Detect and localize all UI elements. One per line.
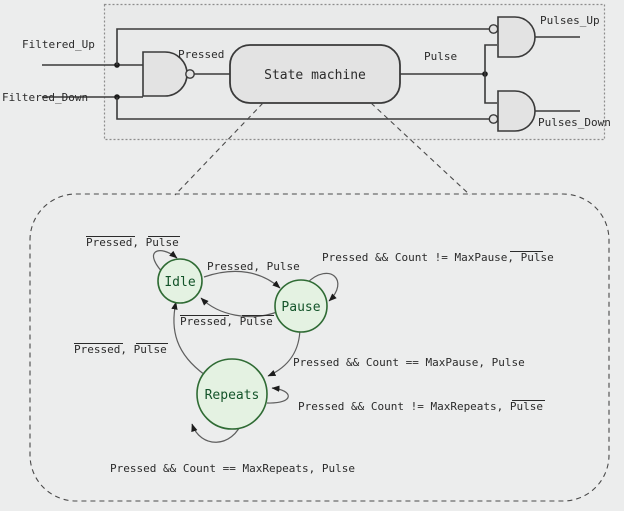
arc-repeats-to-idle	[171, 301, 206, 376]
nand-gate-input	[142, 51, 195, 97]
net-label-pressed: Pressed	[178, 48, 224, 61]
wire-down-feedback	[116, 97, 497, 120]
arc-pause-to-repeats	[267, 326, 301, 377]
state-pause[interactable]: Pause	[274, 279, 328, 333]
block-diagram-panel: Pressed State machine Pulse Pulses_Up Pu…	[2, 3, 611, 141]
state-idle-circle[interactable]	[157, 258, 203, 304]
wire-up-feedback	[116, 28, 497, 65]
label-pause-to-idle-text: Pressed, Pulse	[180, 315, 273, 328]
label-pause-self-text: Pressed && Count != MaxPause, Pulse	[322, 251, 554, 264]
label-transition-pause-self: Pressed && Count != MaxPause, Pulse	[322, 250, 554, 264]
label-transition-idle-to-pause: Pressed, Pulse	[207, 260, 300, 273]
label-transition-idle-self: Pressed, Pulse	[86, 235, 180, 249]
state-idle[interactable]: Idle	[157, 258, 203, 304]
state-repeats-label: Repeats	[205, 388, 260, 403]
fsm-panel: Idle Pause Repeats Pressed, Pulse Presse…	[29, 193, 610, 502]
label-idle-to-pause-text: Pressed, Pulse	[207, 260, 300, 273]
state-pause-circle[interactable]	[274, 279, 328, 333]
label-transition-repeats-to-idle: Pressed, Pulse	[74, 342, 168, 356]
label-transition-pause-to-idle: Pressed, Pulse	[180, 314, 274, 328]
label-repeats-to-idle-text: Pressed, Pulse	[74, 343, 167, 356]
and-gate-up-body	[497, 16, 536, 58]
label-transition-repeats-self-bottom: Pressed && Count == MaxRepeats, Pulse	[110, 462, 355, 475]
state-idle-label: Idle	[164, 275, 195, 290]
label-repeats-self-right-text: Pressed && Count != MaxRepeats, Pulse	[298, 400, 543, 413]
state-repeats[interactable]: Repeats	[196, 358, 268, 430]
label-transition-pause-to-repeats: Pressed && Count == MaxPause, Pulse	[293, 356, 525, 369]
label-idle-self-text: Pressed, Pulse	[86, 236, 179, 249]
label-pause-to-repeats-text: Pressed && Count == MaxPause, Pulse	[293, 356, 525, 369]
state-machine-label: State machine	[264, 68, 366, 83]
and-gate-up	[488, 16, 580, 58]
and-gate-up-bubble	[488, 24, 499, 34]
state-repeats-circle[interactable]	[196, 358, 268, 430]
input-label-filtered-up: Filtered_Up	[22, 38, 95, 51]
zoom-connector-left	[174, 102, 264, 196]
and-gate-down	[488, 90, 580, 132]
output-label-pulses-down: Pulses_Down	[538, 116, 611, 129]
arc-pause-to-idle	[200, 297, 278, 318]
wire-pulse-to-down-gate	[484, 74, 497, 104]
arc-idle-self	[152, 250, 178, 277]
net-label-pulse: Pulse	[424, 50, 457, 63]
wire-pulse-to-up-gate	[484, 44, 497, 74]
fsm-panel-border	[29, 193, 610, 502]
label-repeats-self-bottom-text: Pressed && Count == MaxRepeats, Pulse	[110, 462, 355, 475]
input-label-filtered-down: Filtered_Down	[2, 91, 88, 104]
output-label-pulses-up: Pulses_Up	[540, 14, 600, 27]
nand-gate-bubble	[185, 69, 195, 79]
arc-idle-to-pause	[203, 270, 281, 289]
and-gate-down-body	[497, 90, 536, 132]
label-transition-repeats-self-right: Pressed && Count != MaxRepeats, Pulse	[298, 399, 545, 413]
and-gate-down-bubble	[488, 114, 499, 124]
arc-pause-self	[306, 272, 339, 302]
arc-repeats-self-right	[266, 385, 289, 404]
state-pause-label: Pause	[281, 300, 320, 315]
zoom-connector-right	[370, 102, 471, 196]
